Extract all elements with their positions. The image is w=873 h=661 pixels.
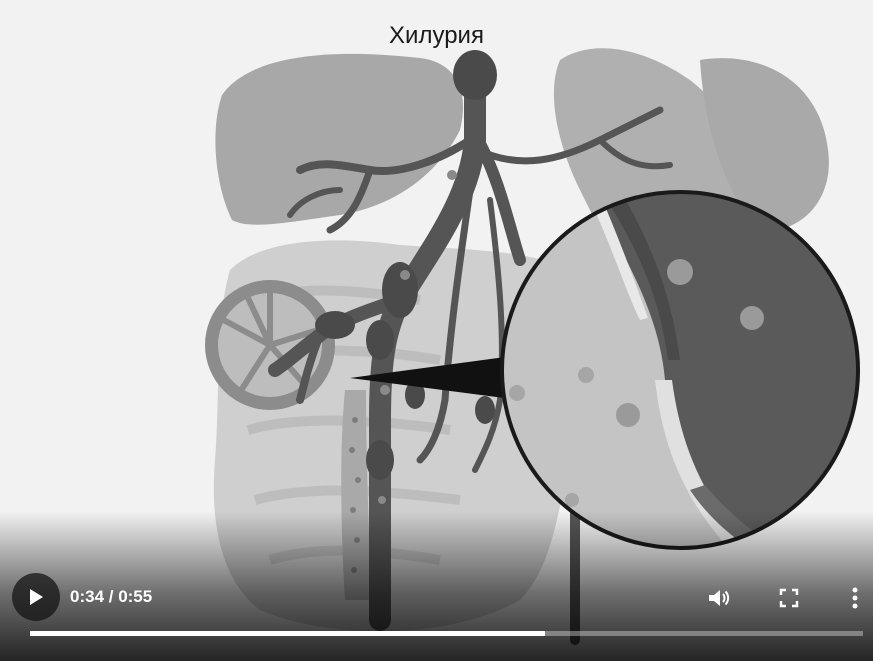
liver-shape: [215, 54, 463, 225]
volume-button[interactable]: [706, 585, 732, 611]
time-display: 0:34 / 0:55: [70, 587, 152, 607]
progress-fill: [30, 631, 545, 636]
fullscreen-icon: [779, 588, 799, 608]
progress-bar[interactable]: [30, 631, 863, 636]
player-controls: 0:34 / 0:55: [0, 551, 873, 661]
volume-icon: [707, 587, 731, 609]
more-vertical-icon: [852, 587, 858, 609]
play-button[interactable]: [12, 573, 60, 621]
play-icon: [28, 588, 44, 606]
fullscreen-button[interactable]: [776, 585, 802, 611]
more-options-button[interactable]: [842, 585, 868, 611]
